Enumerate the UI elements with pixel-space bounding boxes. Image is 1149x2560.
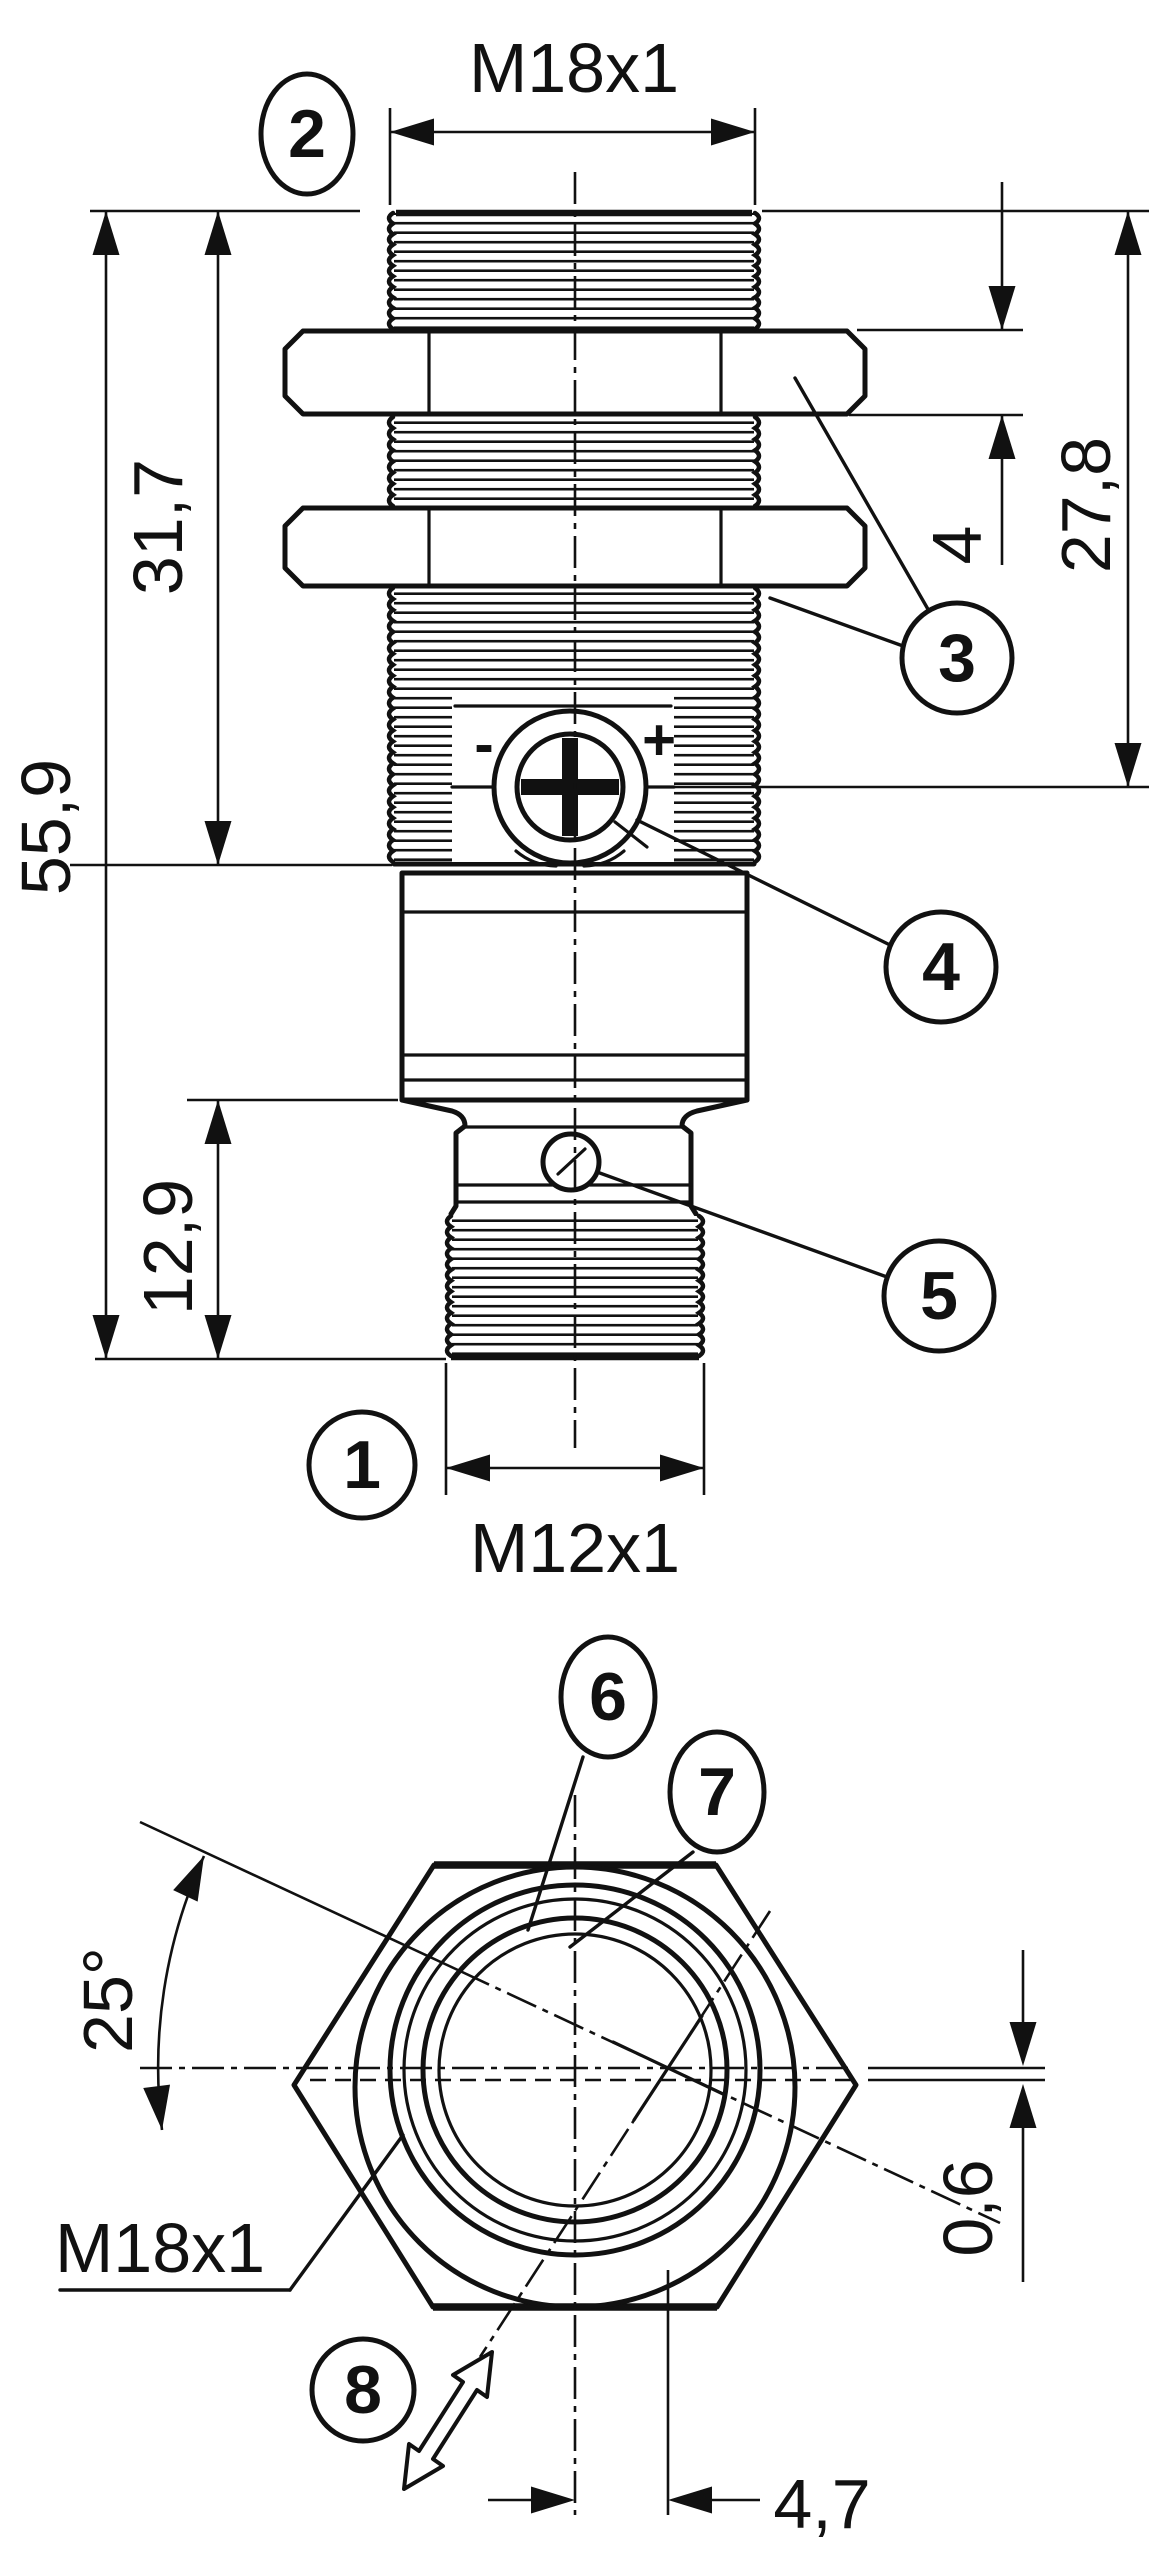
adjustment-arrow	[402, 2350, 494, 2491]
callout-2: 2	[258, 71, 356, 197]
callout-3-circle	[899, 600, 1015, 716]
leader-4	[635, 818, 892, 947]
cross-axis-dash	[478, 1910, 772, 2358]
leader-5	[595, 1170, 889, 1279]
thread-scallop-edge	[694, 1213, 706, 1359]
arrowhead	[390, 118, 434, 146]
arrowhead	[204, 1100, 232, 1144]
callout-5-circle	[881, 1238, 997, 1354]
callout-7-circle	[667, 1729, 767, 1855]
m18-label: M18x1	[469, 29, 679, 107]
arrowhead	[988, 415, 1016, 459]
callout-6: 6	[558, 1634, 658, 1760]
thread-scallop-edge	[751, 414, 762, 509]
tilt-line-dash	[459, 1969, 1001, 2225]
callout-6-circle	[558, 1634, 658, 1760]
leader-3b	[768, 596, 905, 648]
arrowhead	[204, 211, 232, 255]
arrowhead	[660, 1454, 704, 1482]
arrowhead	[446, 1454, 490, 1482]
dim-12-9-label: 12,9	[129, 1179, 207, 1315]
arrowhead	[1009, 2022, 1037, 2066]
thread-scallop-edge	[386, 585, 397, 865]
dim-55-9-label: 55,9	[7, 759, 85, 895]
arrowhead	[711, 118, 755, 146]
arrowhead	[668, 2486, 712, 2514]
callout-2-number: 2	[288, 96, 326, 172]
callout-7: 7	[667, 1729, 767, 1855]
arrowhead	[173, 1856, 204, 1902]
callout-8-number: 8	[344, 2352, 382, 2428]
callout-8: 8	[309, 2336, 417, 2444]
thread-scallop-edge	[750, 210, 762, 332]
potentiometer: - +	[450, 695, 676, 868]
pot-tab-left	[514, 849, 558, 868]
callout-1-circle	[306, 1409, 418, 1521]
callout-7-number: 7	[698, 1754, 736, 1830]
axis-cross-stub-b	[632, 2014, 704, 2122]
callout-6-number: 6	[589, 1659, 627, 1735]
callout-5: 5	[881, 1238, 997, 1354]
leader-7	[568, 1850, 695, 1949]
dimension-arrowheads	[92, 118, 1142, 2514]
thread-scallop-edge	[386, 210, 398, 332]
pot-plus-label: +	[642, 708, 676, 773]
dim-0-6-label: 0,6	[929, 2159, 1007, 2256]
angle-label: 25°	[69, 1947, 147, 2053]
callout-4: 4	[883, 909, 999, 1025]
face-view: 25° M18x1 0,6 4,7 6 7 8	[55, 1634, 1045, 2543]
dim-31-7-label: 31,7	[119, 459, 197, 595]
face-thread-label: M18x1	[55, 2209, 265, 2287]
index-pin-slot	[556, 1147, 587, 1176]
lens-circle	[437, 1932, 713, 2208]
callout-4-circle	[883, 909, 999, 1025]
thread-scallop-edge	[751, 585, 762, 865]
thread-scallop-edge	[386, 414, 397, 509]
arrowhead	[1009, 2084, 1037, 2128]
tilt-line-solid	[139, 1820, 461, 1973]
arrowhead	[988, 286, 1016, 330]
dim-4-7-label: 4,7	[773, 2465, 870, 2543]
connector-profile-left	[399, 1097, 468, 1217]
callout-1-number: 1	[343, 1427, 381, 1503]
arrowhead	[204, 821, 232, 865]
arrowhead	[204, 1315, 232, 1359]
pot-slot-tick	[613, 820, 649, 849]
face-thread-leader	[288, 2133, 405, 2292]
thread-edges	[386, 210, 762, 1359]
leader-3a	[793, 376, 931, 613]
callout-4-number: 4	[922, 929, 960, 1005]
side-callouts: 2 3 4 5 1	[258, 71, 1015, 1521]
side-view: - +	[7, 29, 1149, 1587]
thread-scallop-edge	[444, 1213, 456, 1359]
callout-2-circle	[258, 71, 356, 197]
leader-6	[526, 1755, 585, 1932]
callout-3: 3	[899, 600, 1015, 716]
callout-1: 1	[306, 1409, 418, 1521]
connector-profile-right	[679, 1097, 750, 1217]
arrowhead	[143, 2084, 171, 2130]
callout-8-circle	[309, 2336, 417, 2444]
side-leaders	[595, 376, 931, 1279]
arrowhead	[531, 2486, 575, 2514]
callout-5-number: 5	[920, 1258, 958, 1334]
dim-4-label: 4	[918, 526, 996, 565]
arrowhead	[1114, 211, 1142, 255]
pot-tab-right	[582, 849, 626, 868]
m12-label: M12x1	[470, 1509, 680, 1587]
arrowhead	[92, 1315, 120, 1359]
pot-screw-inner	[514, 731, 626, 843]
callout-3-number: 3	[938, 620, 976, 696]
pot-minus-label: -	[474, 712, 493, 777]
arrowhead	[92, 211, 120, 255]
arrowhead	[1114, 743, 1142, 787]
dim-27-8-label: 27,8	[1047, 437, 1125, 573]
